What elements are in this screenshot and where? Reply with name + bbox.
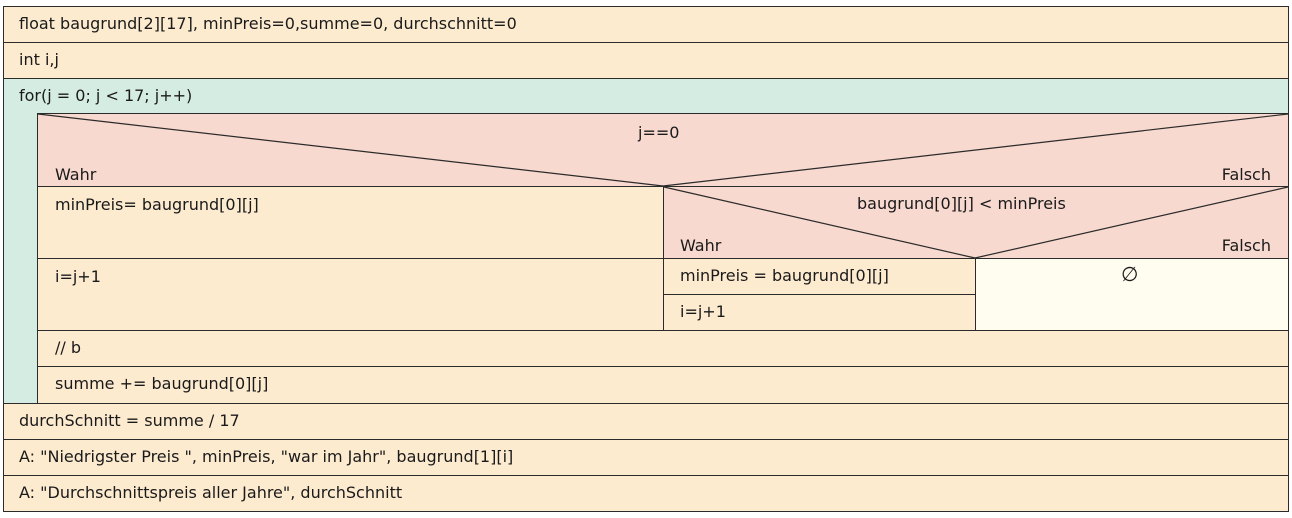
statement-text: minPreis = baugrund[0][j]	[680, 266, 889, 285]
if-diagonal-left	[37, 113, 664, 187]
statement-text: durchSchnitt = summe / 17	[19, 411, 240, 430]
if-condition-text: j==0	[638, 123, 680, 142]
loop-body-statement: summe += baugrund[0][j]	[37, 366, 1289, 404]
comment-text: // b	[55, 338, 82, 357]
declaration-block: float baugrund[2][17], minPreis=0,summe=…	[3, 6, 1289, 43]
true-branch-statement: i=j+1	[37, 258, 664, 331]
loop-header: for(j = 0; j < 17; j++)	[19, 86, 193, 105]
declaration-floats: float baugrund[2][17], minPreis=0,summe=…	[19, 14, 517, 33]
nested-if-false-label: Falsch	[1221, 236, 1271, 255]
after-loop-statement: durchSchnitt = summe / 17	[3, 403, 1289, 440]
empty-set-symbol: ∅	[1121, 262, 1139, 286]
if-true-label: Wahr	[55, 165, 97, 184]
nested-if-diagonal-left	[663, 186, 976, 259]
true-branch-statement: minPreis= baugrund[0][j]	[37, 186, 664, 259]
nested-true-statement: i=j+1	[663, 294, 976, 331]
nested-false-empty: ∅	[975, 258, 1289, 331]
nested-if-condition-header: baugrund[0][j] < minPreis Wahr Falsch	[663, 186, 1289, 259]
nested-if-condition-text: baugrund[0][j] < minPreis	[857, 194, 1066, 213]
output-statement: A: "Durchschnittspreis aller Jahre", dur…	[3, 475, 1289, 512]
statement-text: A: "Durchschnittspreis aller Jahre", dur…	[19, 483, 403, 502]
nested-true-statement: minPreis = baugrund[0][j]	[663, 258, 976, 295]
output-statement: A: "Niedrigster Preis ", minPreis, "war …	[3, 439, 1289, 476]
statement-text: minPreis= baugrund[0][j]	[55, 195, 259, 214]
nested-if-true-label: Wahr	[680, 236, 722, 255]
if-false-label: Falsch	[1221, 165, 1271, 184]
declaration-ints: int i,j	[19, 50, 59, 69]
statement-text: A: "Niedrigster Preis ", minPreis, "war …	[19, 447, 514, 466]
if-diagonal-right	[662, 113, 1289, 187]
statement-text: i=j+1	[55, 267, 101, 286]
statement-text: summe += baugrund[0][j]	[55, 374, 269, 393]
nested-if-diagonal-right	[974, 186, 1289, 259]
loop-body-statement: // b	[37, 330, 1289, 367]
statement-text: i=j+1	[680, 302, 726, 321]
